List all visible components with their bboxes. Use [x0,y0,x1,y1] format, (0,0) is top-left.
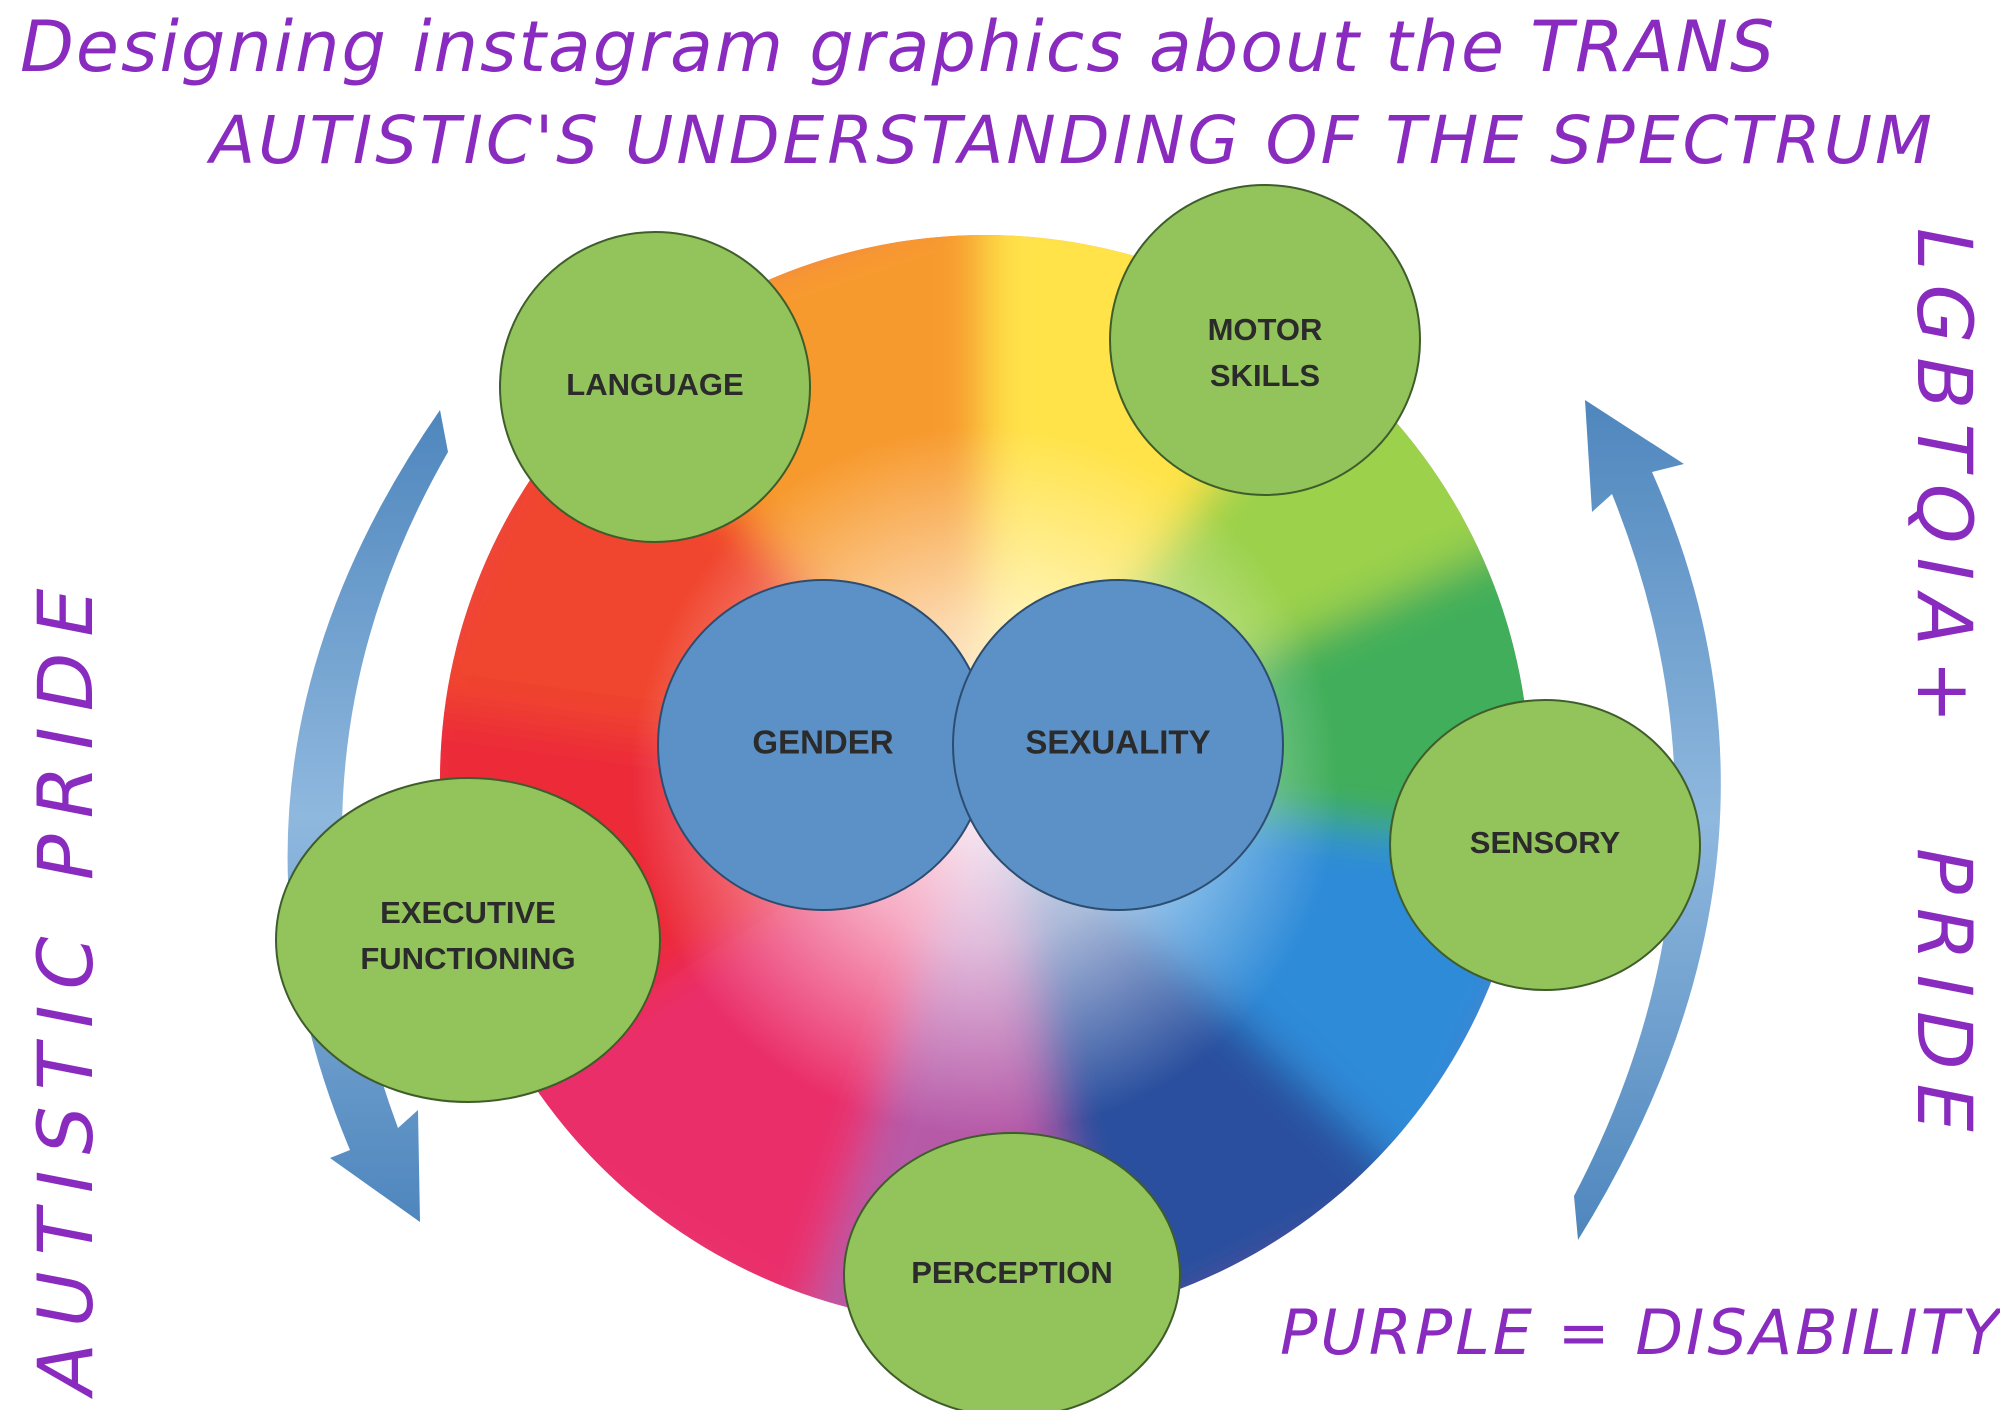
node-language: LANGUAGE [499,231,811,543]
node-perception-label: PERCEPTION [911,1255,1113,1290]
node-executive-functioning-label-1: EXECUTIVE [380,895,556,930]
node-executive-functioning-label-2: FUNCTIONING [360,941,575,976]
node-sexuality: SEXUALITY [952,579,1284,911]
pride-label: PRIDE [1900,848,1989,1146]
node-gender-label: GENDER [752,724,893,761]
node-motor-skills: MOTOR SKILLS [1109,184,1421,496]
purple-disability-label: PURPLE = DISABILITY [1280,1296,2000,1369]
node-perception: PERCEPTION [843,1132,1181,1410]
node-sensory-label: SENSORY [1470,825,1621,860]
right-curved-arrow [1574,400,1721,1240]
node-motor-skills-label-1: MOTOR [1208,312,1323,347]
title-line-2: AUTISTIC'S UNDERSTANDING OF THE SPECTRUM [210,102,1935,179]
node-sexuality-label: SEXUALITY [1025,724,1210,761]
lgbtqia-label: LGBTQIA+ [1900,228,1989,738]
autistic-pride-label: AUTISTIC PRIDE [21,572,110,1395]
node-motor-skills-label-2: SKILLS [1210,358,1320,393]
node-executive-functioning: EXECUTIVE FUNCTIONING [275,777,661,1103]
node-sensory: SENSORY [1389,699,1701,991]
title-line-1: Designing instagram graphics about the T… [20,6,1777,88]
node-gender: GENDER [657,579,989,911]
node-language-label: LANGUAGE [566,367,743,402]
